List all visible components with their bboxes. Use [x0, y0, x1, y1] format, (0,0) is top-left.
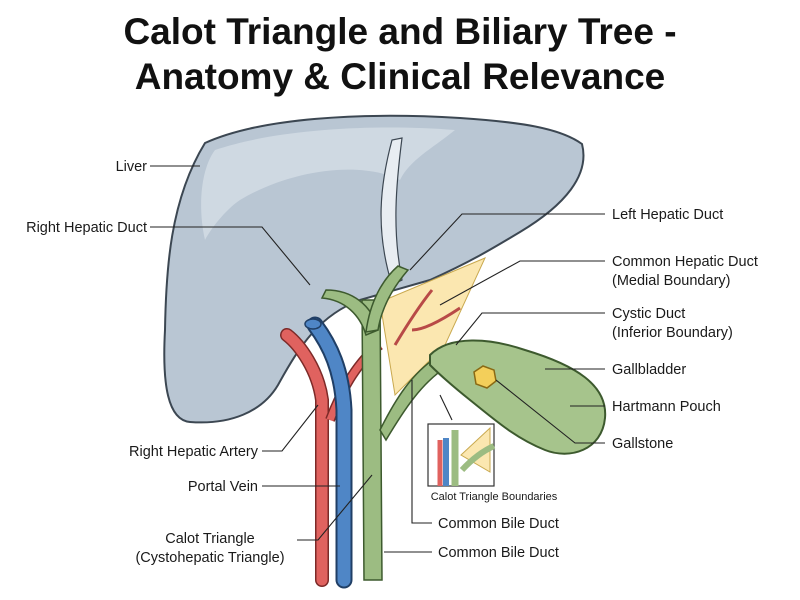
common-bile-duct-tube [361, 299, 383, 581]
gallstone-shape [473, 365, 497, 389]
label-portal-vein: Portal Vein [188, 479, 258, 495]
leader-cystic-duct [455, 312, 605, 346]
label-gallstone: Gallstone [612, 436, 673, 452]
label-left-hepatic-duct: Left Hepatic Duct [612, 207, 723, 223]
leader-common-hepatic-duct [439, 260, 605, 306]
label-hartmann-pouch: Hartmann Pouch [612, 399, 721, 415]
portal-vein-opening [304, 318, 322, 330]
right-hepatic-artery-fill [281, 329, 328, 586]
leader-right-hepatic-duct [150, 226, 311, 286]
label-common-hepatic-duct-note: (Medial Boundary) [612, 273, 730, 289]
leader-left-hepatic-duct [409, 213, 605, 271]
label-gallbladder: Gallbladder [612, 362, 686, 378]
label-cystic-duct-note: (Inferior Boundary) [612, 325, 733, 341]
title-line-2: Anatomy & Clinical Relevance [134, 56, 666, 97]
label-calot-triangle: Calot Triangle [165, 531, 254, 547]
label-common-bile-duct-2: Common Bile Duct [438, 545, 559, 561]
left-hepatic-duct-branch [365, 265, 410, 333]
leader-common-bile-duct-1 [411, 380, 432, 524]
label-calot-triangle-note: (Cystohepatic Triangle) [135, 550, 284, 566]
label-common-bile-duct-1: Common Bile Duct [438, 516, 559, 532]
label-liver: Liver [116, 159, 148, 175]
title-line-1: Calot Triangle and Biliary Tree - [123, 11, 677, 52]
label-inset-caption: Calot Triangle Boundaries [431, 491, 558, 503]
leader-inset [439, 394, 453, 421]
leader-gallstone [495, 379, 605, 444]
inset-cystic [459, 443, 496, 473]
label-common-hepatic-duct: Common Hepatic Duct [612, 254, 758, 270]
label-right-hepatic-artery: Right Hepatic Artery [129, 444, 259, 460]
portal-vein-fill [308, 318, 351, 587]
label-cystic-duct: Cystic Duct [612, 306, 685, 322]
triangle-artery-1 [393, 289, 434, 346]
triangle-artery-2 [411, 306, 461, 332]
leader-right-hepatic-artery [262, 404, 319, 452]
leader-calot-triangle [297, 474, 373, 541]
label-right-hepatic-duct: Right Hepatic Duct [26, 220, 147, 236]
liver-shape [163, 114, 585, 424]
